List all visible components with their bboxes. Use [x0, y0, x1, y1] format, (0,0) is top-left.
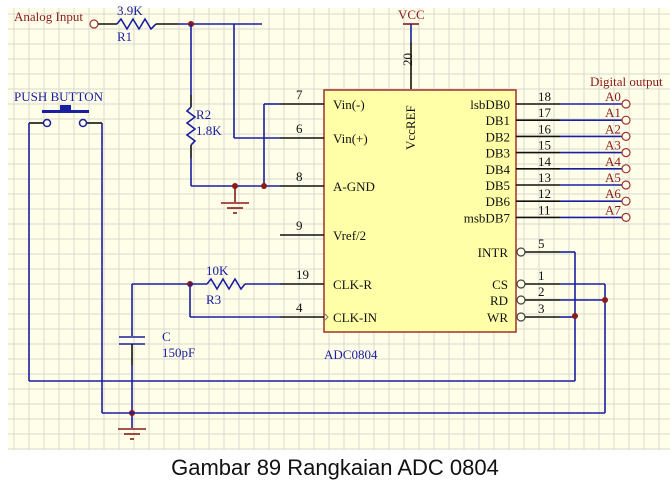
resistor-r1: [116, 17, 157, 31]
r2-name: R2: [196, 107, 211, 122]
ground-icon: [221, 202, 249, 214]
pin-label: DB6: [485, 194, 510, 209]
figure-caption: Gambar 89 Rangkaian ADC 0804: [171, 455, 499, 480]
output-terminal[interactable]: [621, 99, 631, 109]
ic-name: ADC0804: [324, 347, 378, 362]
pin-label: CS: [492, 277, 508, 292]
output-label: A5: [605, 170, 621, 185]
analog-input-label: Analog Input: [14, 9, 83, 24]
pin-label: RD: [490, 293, 508, 308]
active-low-bubble: [516, 247, 526, 257]
output-label: A6: [605, 186, 621, 201]
c-name: C: [162, 329, 171, 344]
grid: [8, 8, 670, 450]
pin-number: 11: [538, 202, 551, 217]
r3-value: 10K: [206, 263, 229, 278]
pin-label: CLK-IN: [333, 310, 378, 325]
r2-value: 1.8K: [196, 123, 222, 138]
push-button-contact-right: [78, 118, 88, 128]
output-terminal[interactable]: [621, 148, 631, 158]
ground-icon: [118, 428, 146, 440]
output-label: A7: [605, 202, 621, 217]
adc0804-chip: [323, 89, 517, 333]
pin-label: DB5: [485, 178, 510, 193]
output-label: A2: [605, 121, 621, 136]
output-terminal[interactable]: [621, 180, 631, 190]
r3-name: R3: [206, 292, 221, 307]
pin-number: 8: [296, 169, 303, 184]
analog-input-terminal[interactable]: [89, 19, 99, 29]
pin-label: A-GND: [333, 179, 375, 194]
pin-label: DB1: [485, 113, 510, 128]
pin-number: 7: [296, 87, 303, 102]
output-label: A0: [605, 89, 621, 104]
junction-dot: [572, 313, 578, 319]
vccref-pin-number: 20: [400, 53, 415, 66]
pin-number: 6: [296, 121, 303, 136]
junction-dot: [261, 183, 267, 189]
output-label: A3: [605, 138, 621, 153]
pin-number: 19: [296, 267, 309, 282]
push-button-label: PUSH BUTTON: [14, 89, 104, 104]
output-label: A1: [605, 105, 621, 120]
pin-number: 16: [538, 121, 552, 136]
r1-name: R1: [117, 29, 132, 44]
output-terminal[interactable]: [621, 115, 631, 125]
pin-number: 12: [538, 186, 551, 201]
digital-output-label: Digital output: [590, 74, 663, 89]
pin-label: msbDB7: [464, 210, 511, 225]
schematic-canvas: Analog Input 3.9K R1 R2 1.8K VCC 20 VccR…: [8, 3, 670, 450]
active-low-bubble: [516, 295, 526, 305]
active-low-bubble: [516, 279, 526, 289]
pin-number: 4: [296, 300, 303, 315]
push-button-bar: [42, 110, 89, 113]
r1-value: 3.9K: [117, 3, 143, 18]
output-label: A4: [605, 154, 621, 169]
pin-number: 3: [538, 301, 545, 316]
pin-number: 14: [538, 154, 552, 169]
pin-label: lsbDB0: [470, 97, 510, 112]
pin-label: DB2: [485, 129, 510, 144]
vccref-label: VccREF: [403, 105, 418, 150]
output-terminal[interactable]: [621, 164, 631, 174]
output-terminal[interactable]: [621, 131, 631, 141]
resistor-r2: [185, 106, 197, 146]
pin-number: 18: [538, 89, 551, 104]
push-button-contact-left: [42, 118, 52, 128]
pin-number: 9: [296, 218, 303, 233]
junction-dot: [602, 297, 608, 303]
output-terminal[interactable]: [621, 212, 631, 222]
active-low-bubble: [516, 312, 526, 322]
c-value: 150pF: [162, 345, 195, 360]
pin-label: INTR: [478, 245, 509, 260]
resistor-r3: [206, 277, 246, 291]
output-terminal[interactable]: [621, 196, 631, 206]
pin-number: 13: [538, 170, 551, 185]
pin-number: 15: [538, 138, 551, 153]
pin-label: Vref/2: [333, 228, 366, 243]
clock-input-icon: [323, 312, 329, 322]
pin-label: DB4: [485, 162, 510, 177]
pin-number: 17: [538, 105, 552, 120]
push-button-cap[interactable]: [60, 105, 71, 111]
pin-number: 5: [538, 236, 545, 251]
vcc-label: VCC: [398, 7, 425, 22]
pin-label: Vin(-): [333, 97, 365, 112]
pin-label: Vin(+): [333, 131, 368, 146]
pin-label: CLK-R: [333, 277, 372, 292]
pin-number: 2: [538, 284, 545, 299]
push-button[interactable]: [42, 105, 89, 128]
pin-number: 1: [538, 268, 545, 283]
pin-label: DB3: [485, 146, 510, 161]
pin-label: WR: [487, 310, 508, 325]
